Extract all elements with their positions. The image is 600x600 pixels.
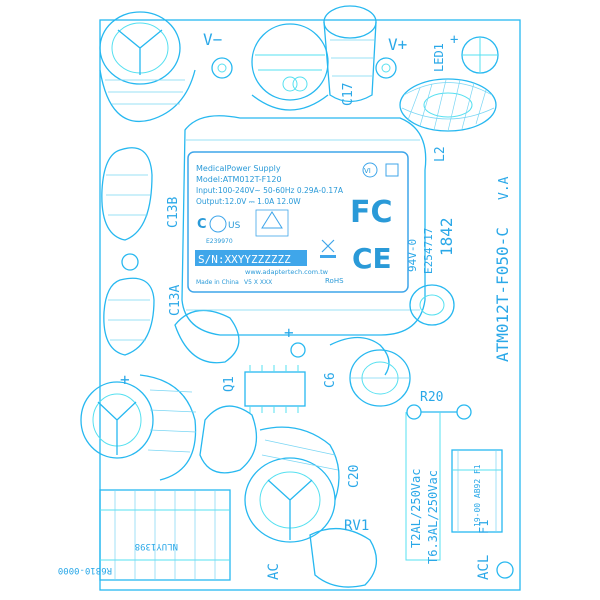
label-plus-2: + [284,323,294,342]
resistor-r20 [406,404,472,420]
inductor-l2 [399,78,497,132]
weee-bar [320,255,336,258]
label-board-rev: V.A [497,176,512,200]
label-fuse-rating-1: T2AL/250Vac [409,469,423,548]
label-c13a: C13A [168,285,183,316]
capacitor-mid-right [349,349,411,407]
label-r20: R20 [420,390,443,405]
choke-bottom-left [99,489,231,581]
tuv-mark-box [255,209,289,237]
weee-bin-icon [321,239,335,253]
pad-v-minus [211,57,233,79]
label-v-minus: V− [203,30,222,49]
label-plus-1: + [120,370,130,389]
pad-plus [290,342,306,358]
ce-mark: CE [352,242,392,275]
label-date-code: 1842 [437,217,456,256]
capacitor-small-right [409,284,455,326]
varistor-rv1 [309,527,377,588]
label-plus-3: + [450,32,458,48]
rohs-mark: RoHS [325,277,344,285]
label-94v0: 94V-0 [406,239,419,272]
tuv-mark-icon [261,211,283,229]
sticker-title: MedicalPower Supply [196,164,281,173]
made-in: Made in China [196,279,239,286]
fc-mark: FC [350,195,393,230]
label-c20: C20 [347,465,362,488]
label-c17: C17 [341,83,356,106]
version: V5 X XXX [244,279,272,286]
pad-acl [496,561,514,579]
capacitor-c17 [323,5,377,103]
sticker-input: Input:100-240V~ 50-60Hz 0.29A-0.17A [196,186,344,195]
serial-band [195,250,307,266]
label-c13b: C13B [166,197,181,228]
label-q1: Q1 [222,376,237,392]
label-choke-1: R6810-0000 [58,565,112,575]
label-board-id: ATM012T-F050-C [493,227,512,362]
label-fuse-part: 19-00 AB92 F1 [473,464,482,527]
label-fuse-rating-2: T6.3AL/250Vac [426,470,440,564]
product-label: MedicalPower Supply Model:ATM012T-F120 I… [187,151,409,293]
fuse-f1 [451,449,503,533]
capacitor-bottom-center [244,426,340,543]
capacitor-c13a [103,277,155,356]
double-insulation-icon [385,163,399,177]
capacitor-top-left [99,11,196,122]
ul-mark-icon [209,215,227,233]
label-led1: LED1 [432,43,446,72]
label-l2: L2 [433,146,448,162]
capacitor-c6 [329,336,390,376]
serial-number: S/N:XXYYZZZZZZ [198,253,291,266]
ul-c: C [197,217,207,232]
efficiency-vi: VI [364,167,371,175]
label-f1: F1 [477,520,491,534]
ic-q1 [244,365,306,413]
led1 [461,36,499,74]
website: www.adaptertech.com.tw [245,268,329,276]
label-choke-2: NLUY1398 [135,541,178,551]
label-v-plus: V+ [388,35,407,54]
label-ac-left: AC [266,563,282,580]
capacitor-top-center [251,23,329,111]
label-c6: C6 [323,372,338,388]
board-outline [99,19,521,591]
label-rv1: RV1 [344,518,369,534]
pad-v-plus [375,57,397,79]
label-acl: ACL [476,555,492,580]
ul-number: E239970 [206,238,233,245]
efficiency-mark-icon [362,162,378,178]
capacitor-bottom-left [80,374,197,481]
transformer [174,115,427,364]
label-cert: E254717 [422,228,435,274]
fuse-trace [405,412,441,561]
capacitor-c13b [101,147,153,271]
capacitor-center-bean [199,405,258,474]
sticker-output: Output:12.0V ⎓ 1.0A 12.0W [196,197,301,206]
sticker-model: Model:ATM012T-F120 [196,175,282,184]
ul-us: US [228,221,241,231]
